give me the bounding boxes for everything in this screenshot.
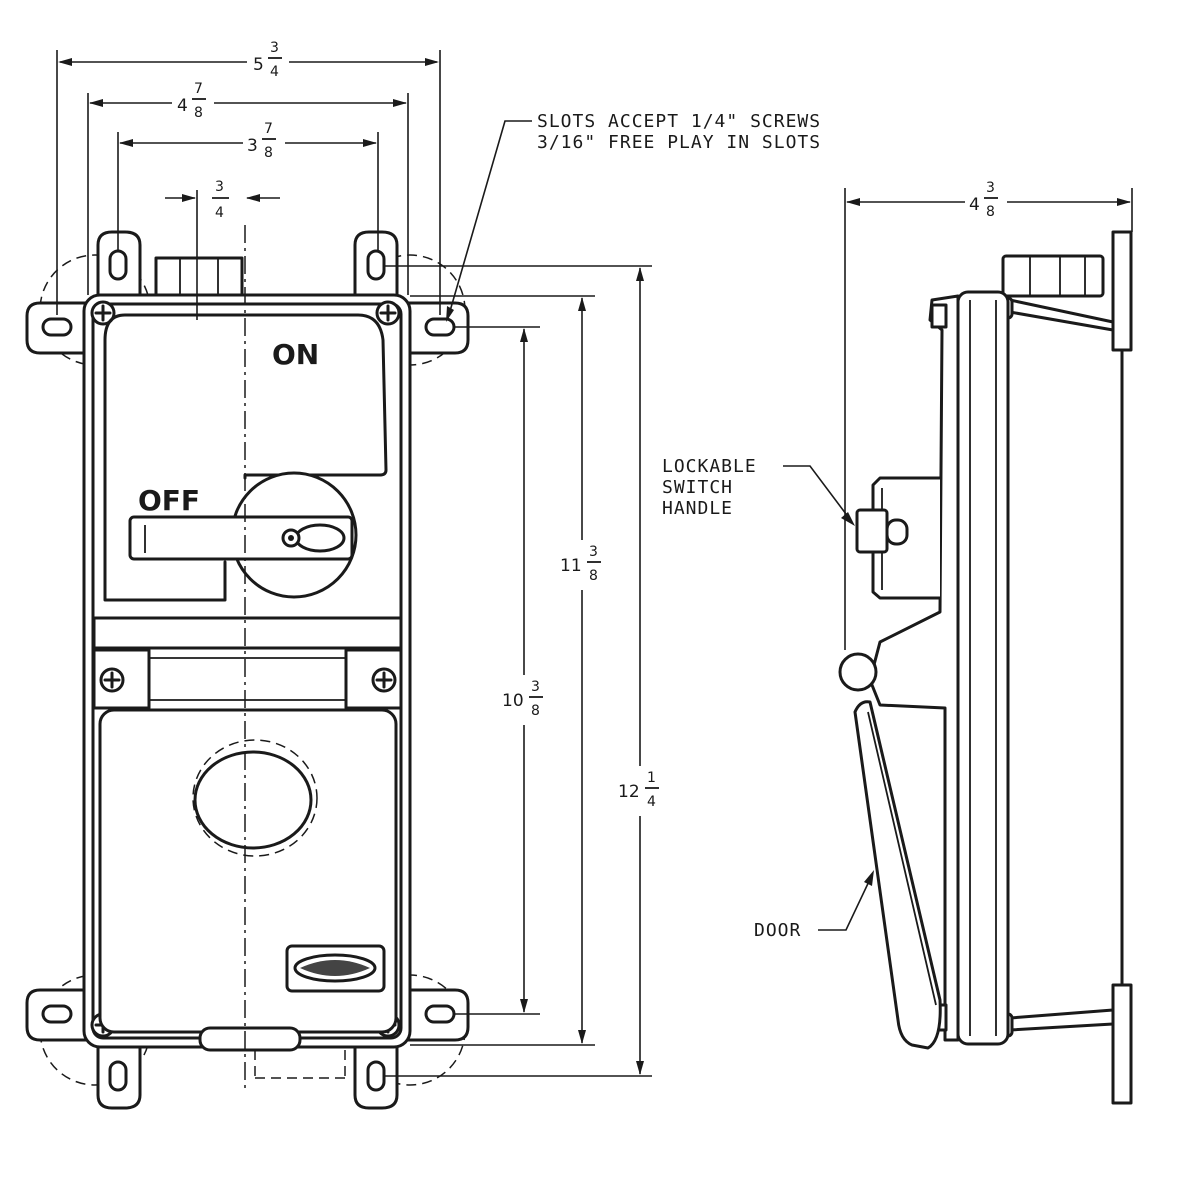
dim-mount-height-whole: 11 [560,556,582,576]
svg-text:3: 3 [986,180,995,196]
logo-icon [300,960,370,976]
side-view: 4 3 8 [838,178,1133,1105]
svg-text:3: 3 [215,179,224,195]
mount-flange-bottom [1111,983,1133,1105]
svg-text:4: 4 [215,205,224,221]
svg-text:7: 7 [264,121,273,137]
dim-mount-width-whole: 4 [177,96,188,116]
dim-depth-whole: 4 [969,195,980,215]
hinge-screw-icon [99,667,125,693]
off-label: OFF [138,484,200,517]
hinge-screw-icon [371,667,397,693]
svg-text:8: 8 [531,703,540,719]
on-label: ON [272,338,319,371]
switch-handle[interactable] [128,515,354,561]
side-hinge-icon [838,652,878,692]
slot-top-right-v [366,249,386,281]
mount-flange-top [1111,230,1133,352]
side-top-hub [1001,254,1105,298]
dim-inner-height-whole: 10 [502,691,524,711]
door-label: DOOR [754,920,801,941]
dim-overall-width-whole: 5 [253,55,264,75]
slot-bottom-right-v [366,1060,386,1092]
svg-text:8: 8 [589,568,598,584]
side-lockable-handle[interactable] [855,508,889,554]
front-view: ON OFF [25,225,470,1110]
handle-label-line2: SWITCH [662,477,733,498]
svg-text:1: 1 [647,770,656,786]
slots-note-line1: SLOTS ACCEPT 1/4" SCREWS [537,111,821,132]
svg-text:4: 4 [270,64,279,80]
slot-top-left-v [108,249,128,281]
slot-top-right-h [424,317,456,337]
svg-text:4: 4 [647,794,656,810]
dim-overall-height-whole: 12 [618,782,640,802]
receptacle-outline [192,739,318,857]
slot-top-left-h [41,317,73,337]
switch-plate [103,313,388,602]
corner-screw-icon [375,300,401,326]
slot-bottom-left-v [108,1060,128,1092]
svg-text:7: 7 [194,81,203,97]
door-callout: DOOR [754,870,874,941]
front-dimensions: 5 3 4 4 7 8 3 7 8 3 4 [56,38,665,1077]
top-hub [154,256,244,300]
door-latch[interactable] [198,1026,302,1052]
dim-inner-width-whole: 3 [247,136,258,156]
side-enclosure-back [956,290,1010,1046]
svg-text:8: 8 [986,204,995,220]
svg-text:3: 3 [531,679,540,695]
side-cover-profile [868,294,960,1042]
hinge-band [92,616,403,650]
slots-note: SLOTS ACCEPT 1/4" SCREWS 3/16" FREE PLAY… [446,111,821,322]
svg-text:3: 3 [270,40,279,56]
slot-bottom-left-h [41,1004,73,1024]
handle-label-line3: HANDLE [662,498,733,519]
handle-label-line1: LOCKABLE [662,456,757,477]
padlock-slot [294,523,346,553]
side-door-open[interactable] [853,700,942,1050]
handle-callout: LOCKABLE SWITCH HANDLE [662,456,855,526]
svg-text:8: 8 [194,105,203,121]
svg-text:3: 3 [589,544,598,560]
slots-note-line2: 3/16" FREE PLAY IN SLOTS [537,132,821,153]
slot-bottom-right-h [424,1004,456,1024]
svg-text:8: 8 [264,145,273,161]
